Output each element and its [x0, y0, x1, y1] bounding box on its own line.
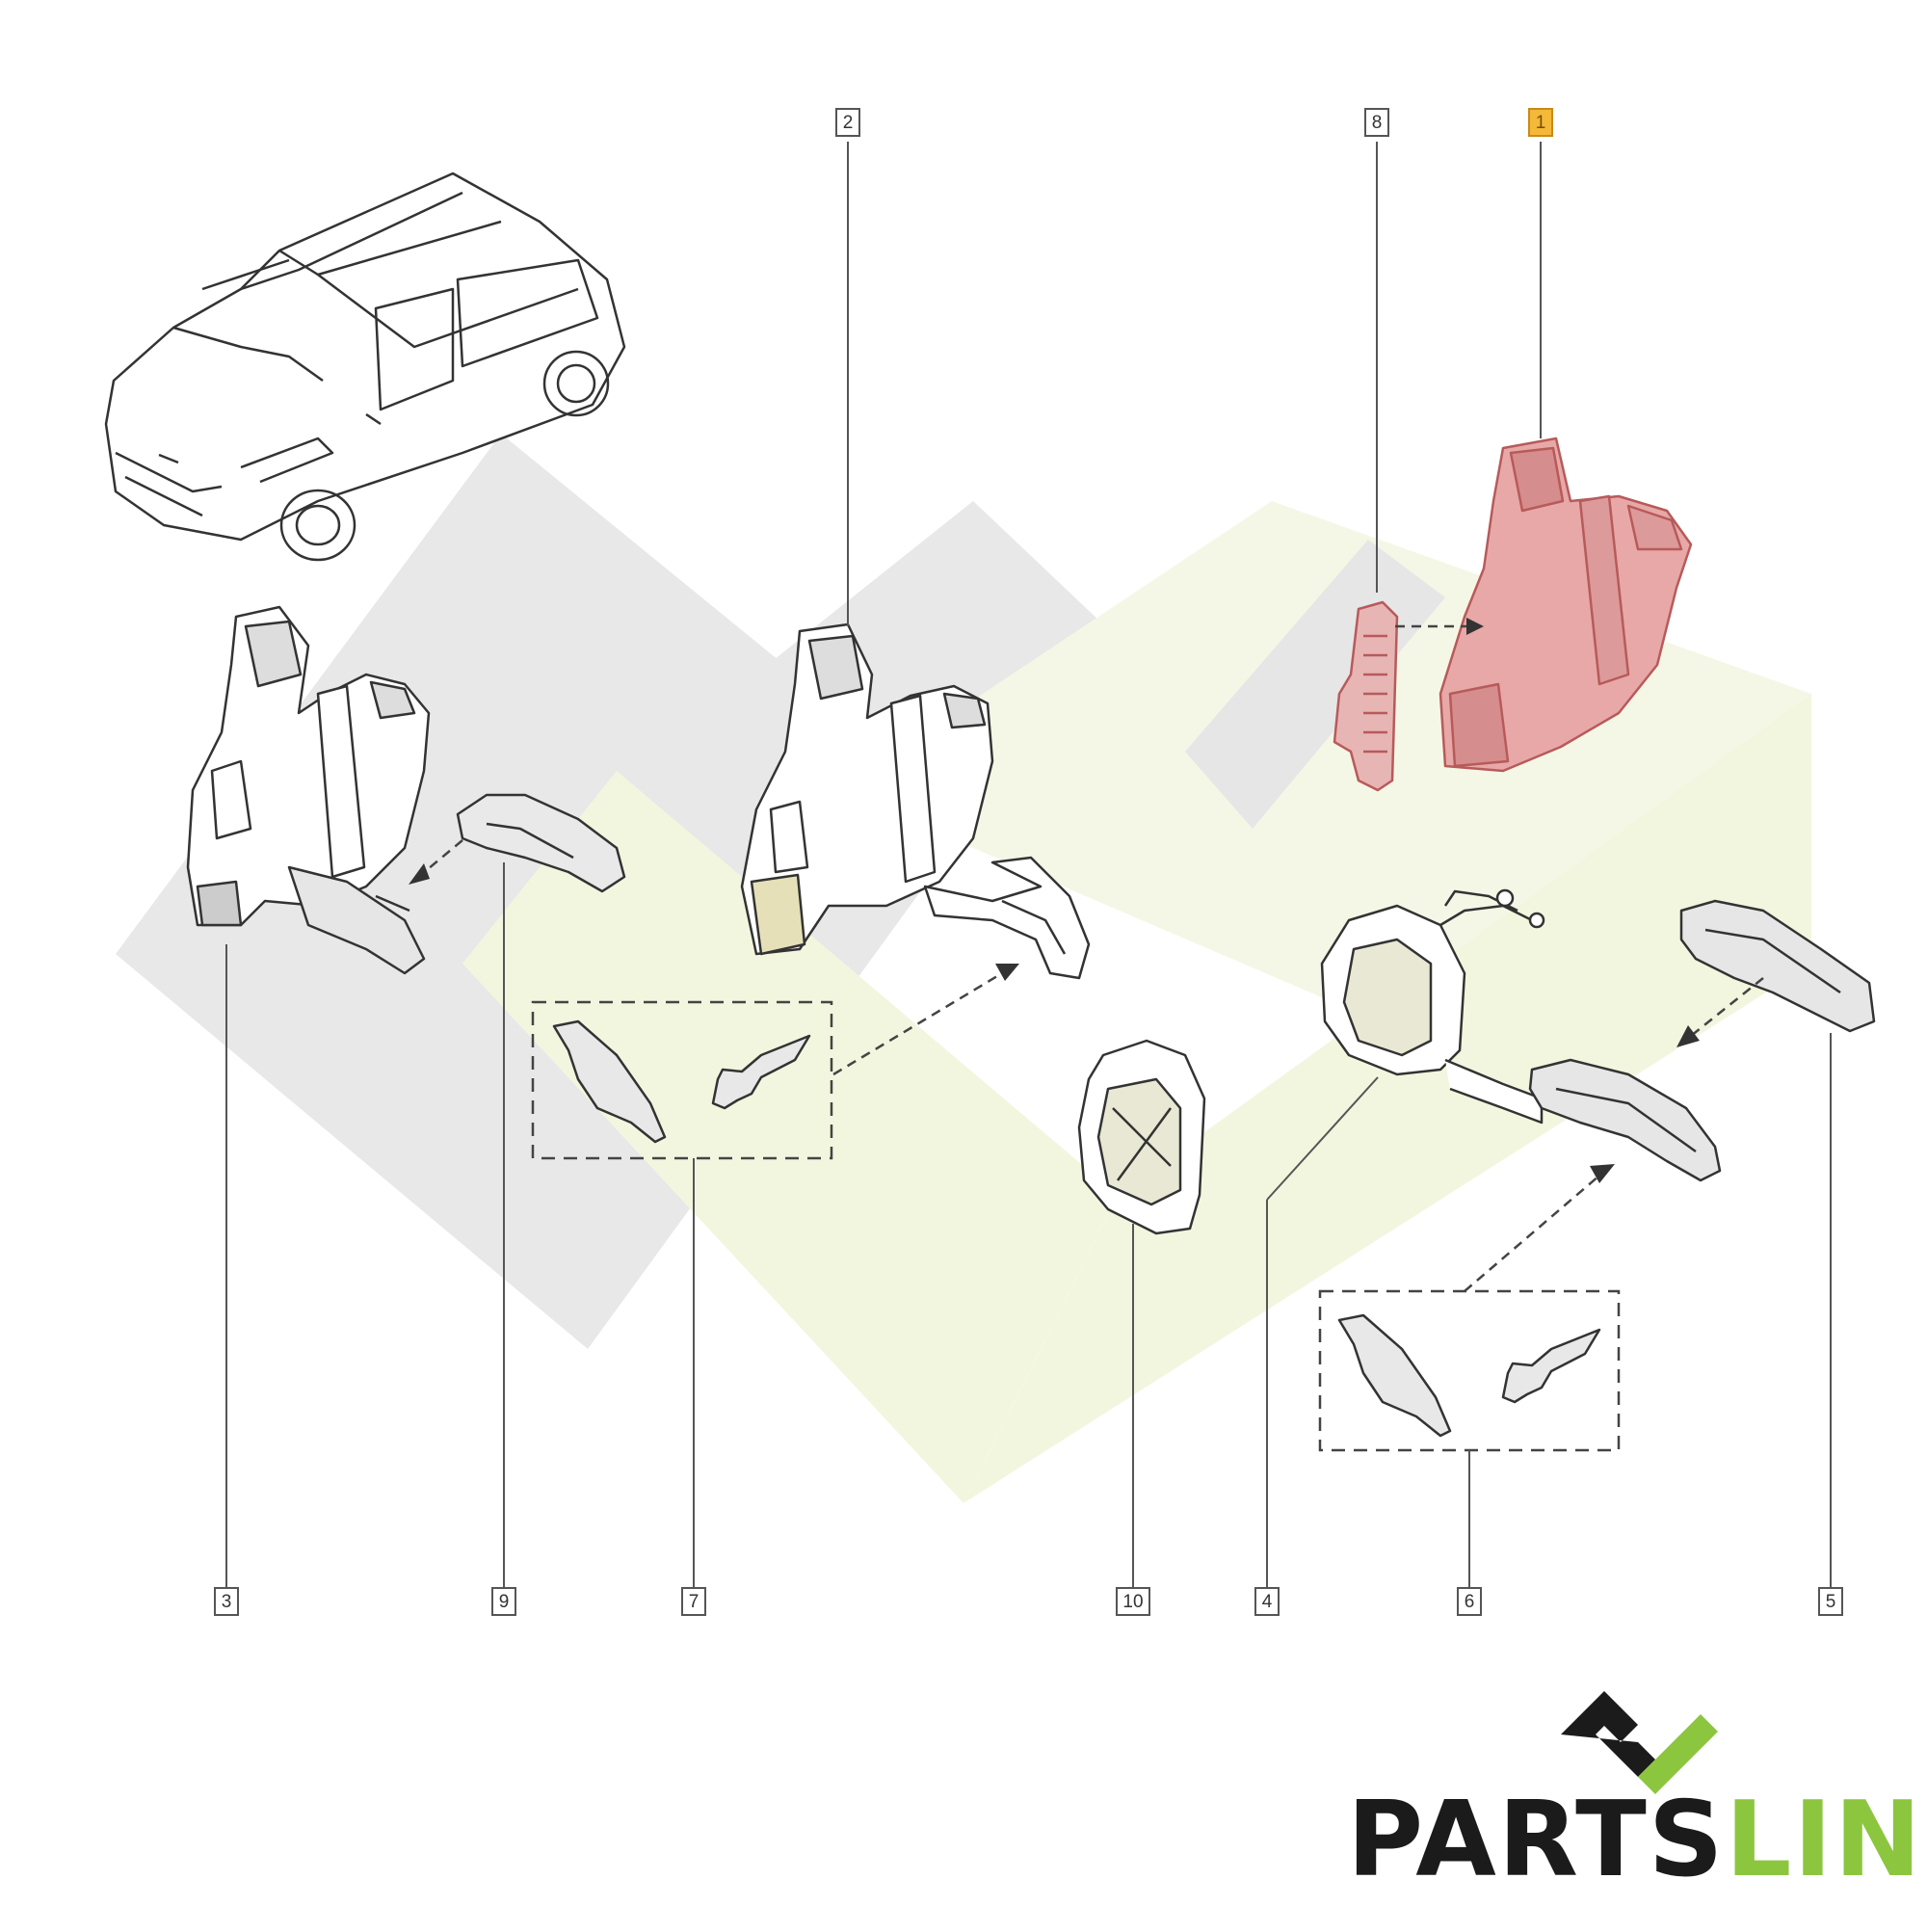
part-4-pedal-bracket — [1320, 888, 1545, 1125]
part-1-pedal-assembly — [1439, 437, 1693, 773]
callout-8: 8 — [1364, 108, 1389, 137]
callout-10: 10 — [1116, 1587, 1150, 1616]
part-8-switch — [1333, 600, 1399, 792]
part-7-repair-kit — [531, 1000, 833, 1160]
pedal-pad-lower-right — [1528, 1058, 1722, 1182]
callout-9: 9 — [491, 1587, 516, 1616]
callout-2: 2 — [835, 108, 860, 137]
callout-5: 5 — [1818, 1587, 1843, 1616]
leader-lines — [225, 142, 1832, 1587]
part-10-spring-housing — [1077, 1039, 1206, 1235]
callout-4: 4 — [1254, 1587, 1280, 1616]
partsline-wordmark: PARTSLINE — [1347, 1787, 1927, 1893]
part-2-pedal-assembly — [740, 622, 1091, 980]
brand-part-1: PARTS — [1347, 1780, 1726, 1900]
callout-7: 7 — [681, 1587, 706, 1616]
part-5-pedal-pad — [1679, 899, 1876, 1033]
callout-3: 3 — [214, 1587, 239, 1616]
callout-6: 6 — [1457, 1587, 1482, 1616]
part-6-repair-kit — [1318, 1289, 1621, 1452]
brand-part-2: LINE — [1725, 1780, 1927, 1900]
vehicle-illustration — [104, 172, 626, 562]
part-9-pedal-pad — [456, 793, 626, 893]
callout-1: 1 — [1528, 108, 1553, 137]
arrow-heads — [409, 618, 1700, 1183]
part-3-pedal-assembly — [186, 605, 431, 975]
partsline-logo-mark-icon — [1561, 1691, 1718, 1794]
